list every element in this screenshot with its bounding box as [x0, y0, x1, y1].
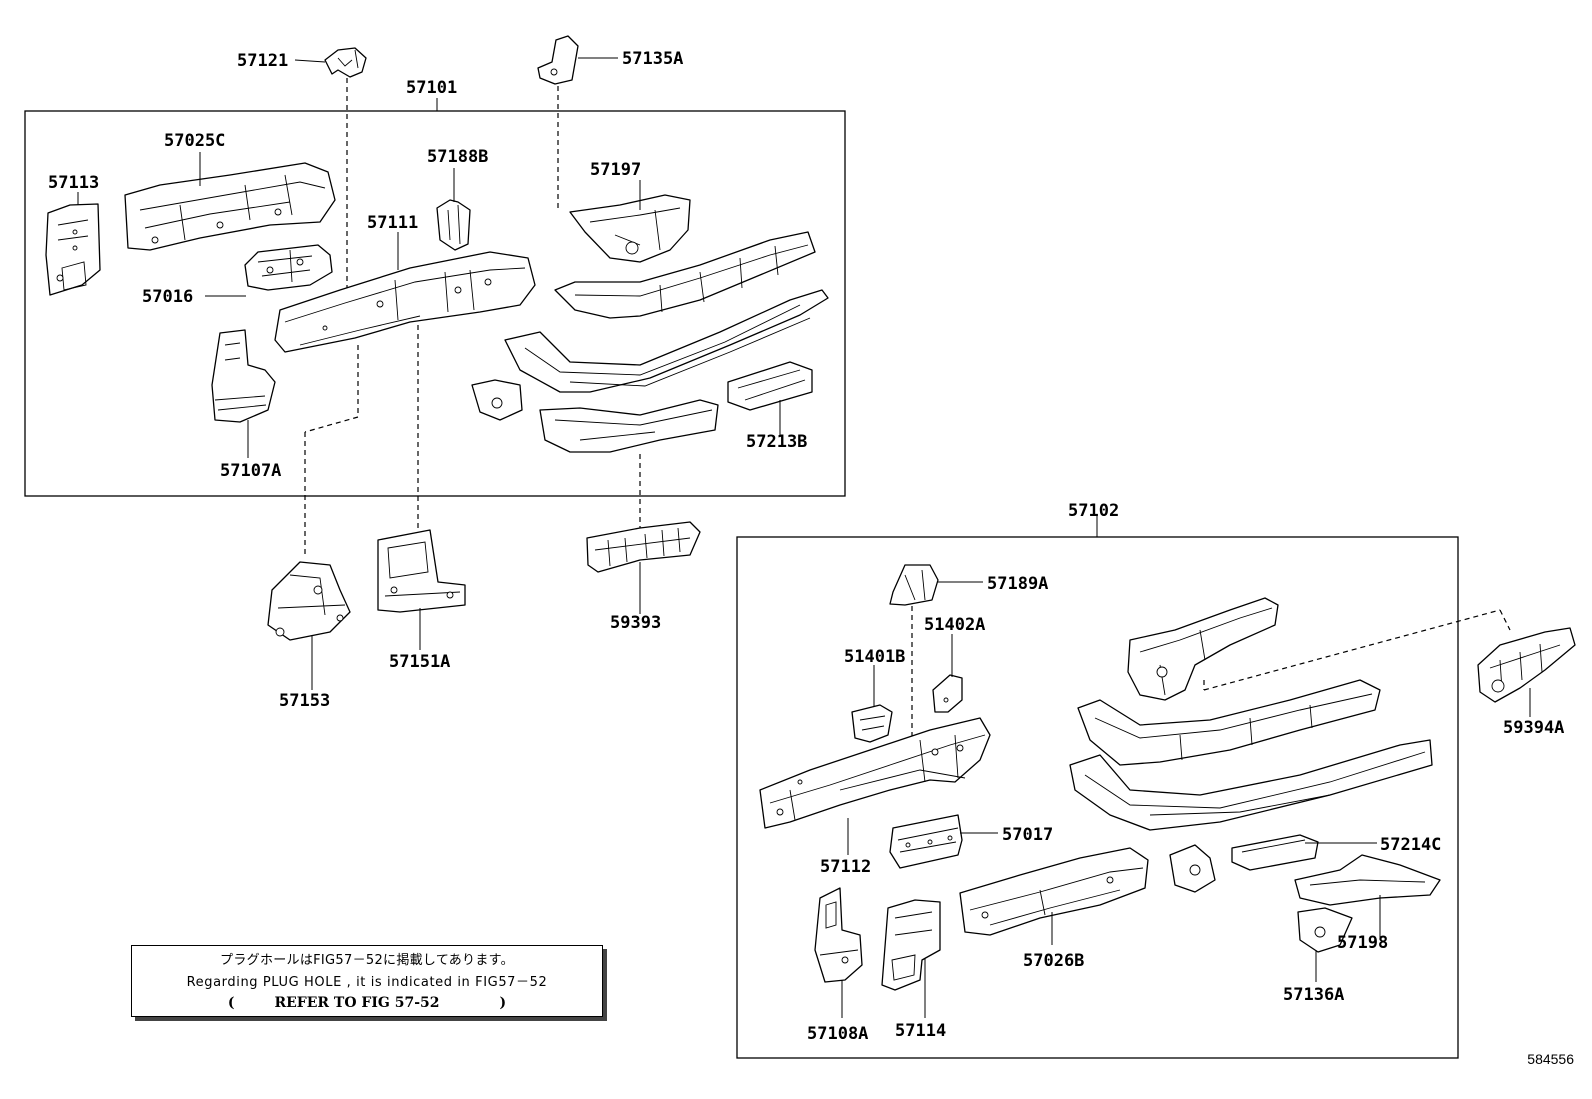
label-57025C: 57025C: [164, 131, 225, 151]
part-57017-drawing: [889, 814, 963, 869]
note-paren-open: (: [227, 995, 235, 1011]
label-57213B: 57213B: [746, 432, 807, 452]
note-refer-line: ( REFER TO FIG 57-52): [132, 995, 602, 1011]
label-57198: 57198: [1337, 933, 1388, 953]
part-rh-apron-drawing: [1077, 679, 1381, 766]
note-refer-link[interactable]: REFER TO FIG 57-52: [274, 995, 440, 1011]
part-57113-drawing: [45, 203, 101, 296]
part-57189A-drawing: [889, 564, 939, 606]
label-59394A: 59394A: [1503, 718, 1564, 738]
part-small-mount-drawing: [471, 379, 523, 421]
part-51401B-drawing: [851, 704, 893, 743]
note-paren-close: ): [499, 995, 507, 1011]
label-57016: 57016: [142, 287, 193, 307]
label-57136A: 57136A: [1283, 985, 1344, 1005]
part-lower-rail-drawing: [539, 399, 719, 453]
part-57114-drawing: [881, 899, 941, 991]
diagram-id: 584556: [1527, 1051, 1574, 1067]
part-57153-drawing: [267, 561, 351, 641]
note-line-english: Regarding PLUG HOLE , it is indicated in…: [186, 975, 548, 990]
part-rh-upper-rail-drawing: [1127, 597, 1279, 701]
part-57188B-drawing: [436, 199, 471, 251]
part-57214C-drawing: [1231, 834, 1319, 871]
part-57213B-drawing: [727, 361, 813, 411]
part-57026B-drawing: [959, 847, 1149, 936]
part-57151A-drawing: [377, 529, 466, 613]
part-long-rail-drawing: [504, 289, 829, 393]
part-57112-drawing: [759, 717, 991, 829]
part-rh-long-rail-drawing: [1069, 739, 1433, 831]
label-57113: 57113: [48, 173, 99, 193]
part-57121-drawing: [324, 47, 367, 78]
label-57188B: 57188B: [427, 147, 488, 167]
part-57107A-drawing: [211, 329, 276, 423]
label-57108A: 57108A: [807, 1024, 868, 1044]
part-rh-small-mount-drawing: [1169, 844, 1216, 893]
group-box-57101: [24, 110, 846, 497]
label-57114: 57114: [895, 1021, 946, 1041]
part-57197-drawing: [569, 194, 691, 263]
label-51401B: 51401B: [844, 647, 905, 667]
label-57151A: 57151A: [389, 652, 450, 672]
part-57025C-drawing: [124, 162, 336, 251]
part-57016-drawing: [244, 244, 333, 291]
label-57112: 57112: [820, 857, 871, 877]
part-57111-drawing: [274, 251, 536, 353]
part-57108A-drawing: [814, 887, 863, 983]
plug-hole-note: プラグホールはFIG57－52に掲載してあります。 Regarding PLUG…: [131, 945, 603, 1017]
label-57121: 57121: [237, 51, 288, 71]
label-57101: 57101: [406, 78, 457, 98]
label-57189A: 57189A: [987, 574, 1048, 594]
part-59393-drawing: [586, 521, 701, 573]
label-57214C: 57214C: [1380, 835, 1441, 855]
part-upper-apron-drawing: [554, 231, 816, 319]
label-57111: 57111: [367, 213, 418, 233]
label-57153: 57153: [279, 691, 330, 711]
label-57107A: 57107A: [220, 461, 281, 481]
label-57026B: 57026B: [1023, 951, 1084, 971]
part-57135A-drawing: [537, 35, 579, 85]
label-57197: 57197: [590, 160, 641, 180]
label-59393: 59393: [610, 613, 661, 633]
part-57136A-drawing: [1297, 907, 1353, 953]
label-57017: 57017: [1002, 825, 1053, 845]
part-59394A-drawing: [1477, 627, 1576, 703]
label-51402A: 51402A: [924, 615, 985, 635]
part-51402A-drawing: [932, 674, 963, 713]
part-57198-drawing: [1294, 854, 1441, 906]
label-57102: 57102: [1068, 501, 1119, 521]
label-57135A: 57135A: [622, 49, 683, 69]
note-line-japanese: プラグホールはFIG57－52に掲載してあります。: [220, 953, 514, 968]
